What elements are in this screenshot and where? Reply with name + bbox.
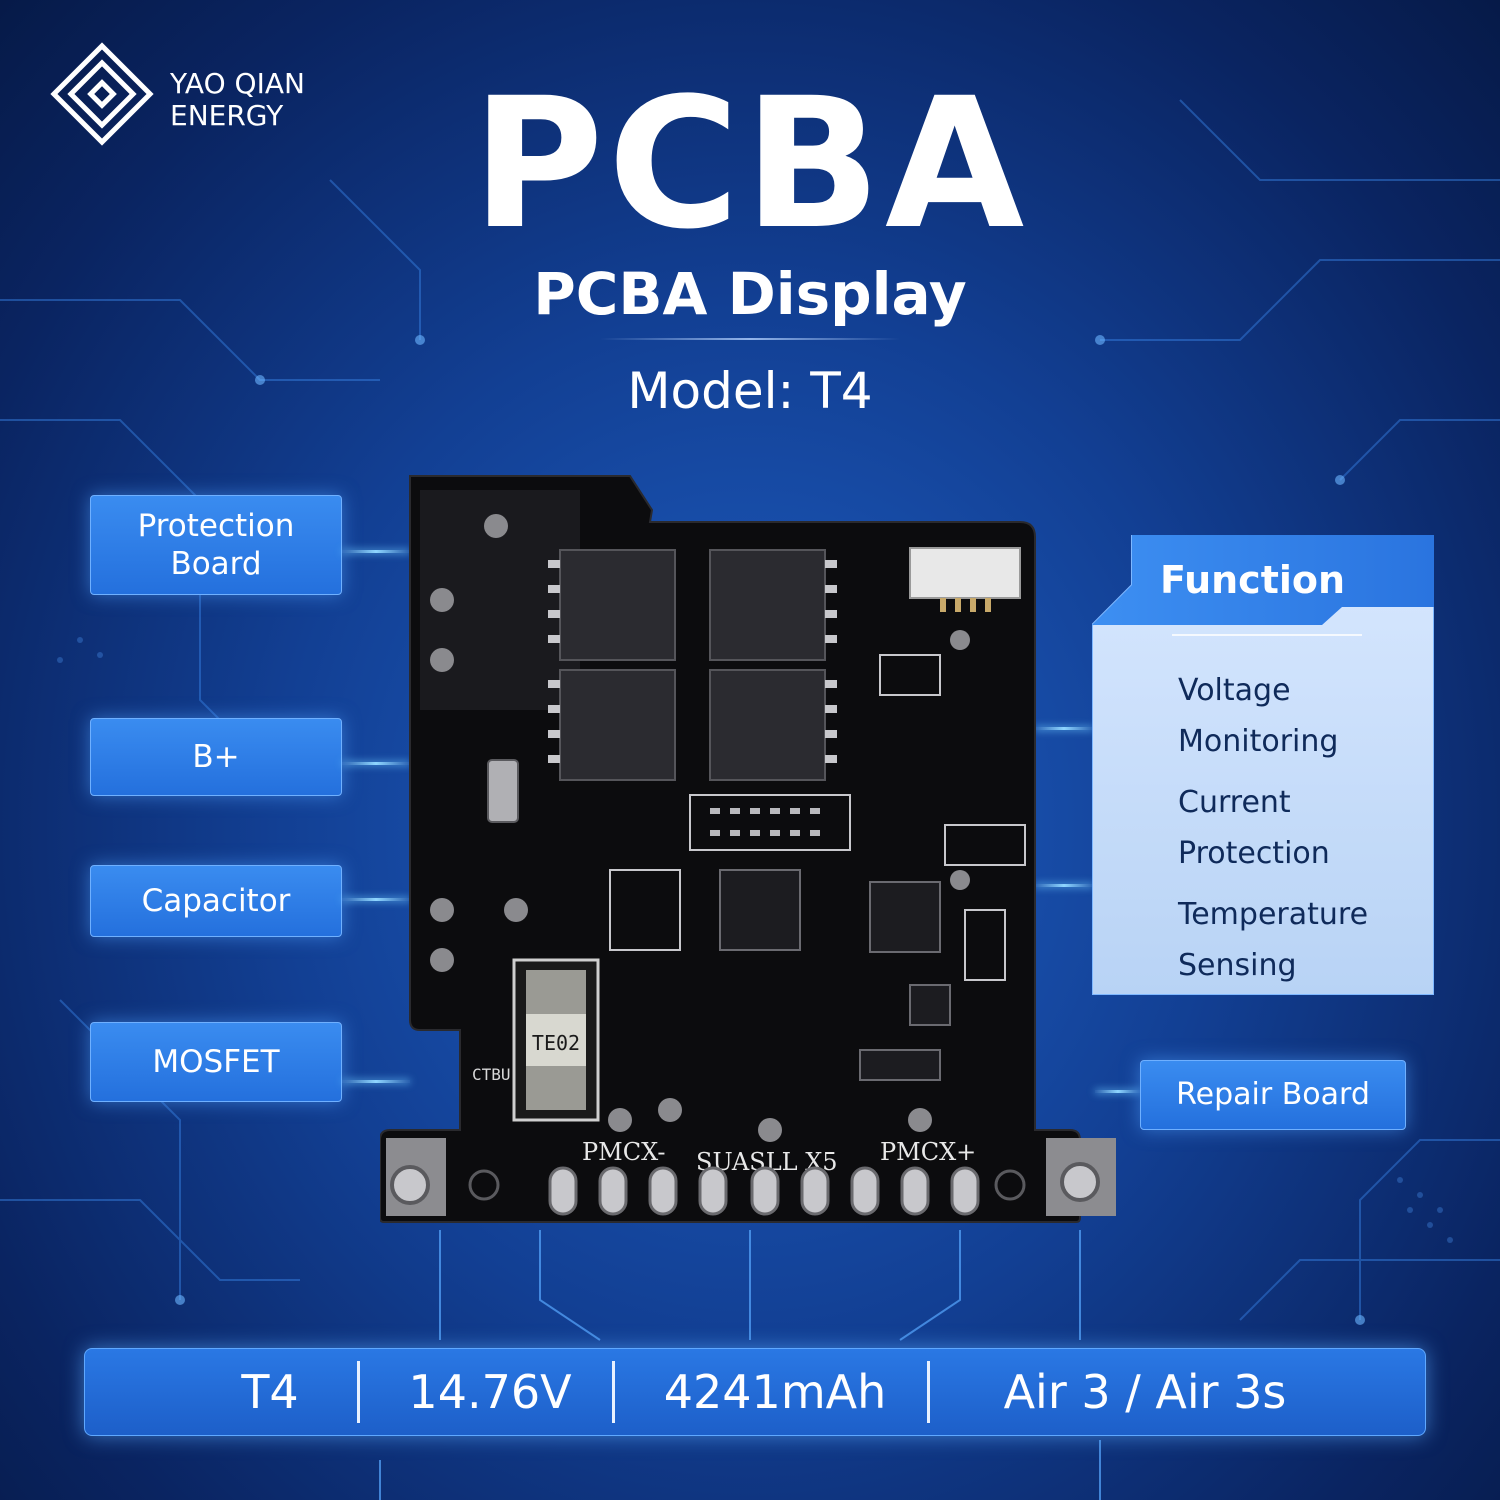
spec-model: T4 [241, 1365, 299, 1419]
spec-divider-3 [927, 1361, 930, 1423]
subtitle-divider [600, 338, 900, 340]
label-mosfet: MOSFET [90, 1022, 342, 1102]
pcb-cap-side-text: CTBU [472, 1065, 511, 1084]
label-repair-board-text: Repair Board [1176, 1077, 1370, 1112]
function-item-voltage: Voltage Monitoring [1178, 673, 1339, 759]
brand-logo: YAO QIAN ENERGY [46, 38, 336, 153]
function-item-temperature: Temperature Sensing [1178, 897, 1369, 983]
label-repair-board: Repair Board [1140, 1060, 1406, 1130]
label-protection-board: Protection Board [90, 495, 342, 595]
function-title: Function [1160, 558, 1346, 602]
pcb-silk-right: PMCX+ [880, 1138, 976, 1166]
function-item-current: Current Protection [1178, 785, 1330, 871]
label-capacitor-text: Capacitor [141, 883, 291, 919]
spec-compatibility: Air 3 / Air 3s [1003, 1365, 1287, 1419]
connector-repair-board [1095, 1090, 1141, 1093]
spec-capacity: 4241mAh [663, 1365, 887, 1419]
page-title: PCBA [471, 60, 1029, 269]
label-b-plus-text: B+ [192, 739, 240, 775]
spec-bar: T4 14.76V 4241mAh Air 3 / Air 3s [84, 1348, 1426, 1436]
brand-name-line1: YAO QIAN [170, 67, 305, 100]
model-text: Model: T4 [627, 362, 873, 420]
function-panel: Function Voltage Monitoring Current Prot… [1092, 535, 1434, 995]
spec-divider-1 [357, 1361, 360, 1423]
connector-function-2 [1035, 884, 1093, 887]
brand-name-line2: ENERGY [170, 99, 284, 132]
diamond-maze-logo-icon [50, 42, 154, 146]
function-panel-frame [1092, 535, 1434, 995]
connector-function-1 [1035, 727, 1093, 730]
spec-voltage: 14.76V [408, 1365, 572, 1419]
label-protection-board-text: Protection Board [137, 508, 295, 582]
page-subtitle: PCBA Display [533, 260, 967, 328]
connector-capacitor [342, 898, 410, 901]
connector-mosfet [342, 1080, 410, 1083]
connector-b-plus [342, 762, 410, 765]
pcb-silk-left: PMCX- [582, 1138, 665, 1166]
pcb-cap-code-text: TE02 [532, 1031, 580, 1055]
label-capacitor: Capacitor [90, 865, 342, 937]
spec-divider-2 [612, 1361, 615, 1423]
connector-protection-board [342, 550, 410, 553]
pcb-board-image: TE02 CTBU PMCX- SUASLL X5 PMCX+ [380, 475, 1116, 1223]
label-mosfet-text: MOSFET [152, 1044, 280, 1080]
label-b-plus: B+ [90, 718, 342, 796]
